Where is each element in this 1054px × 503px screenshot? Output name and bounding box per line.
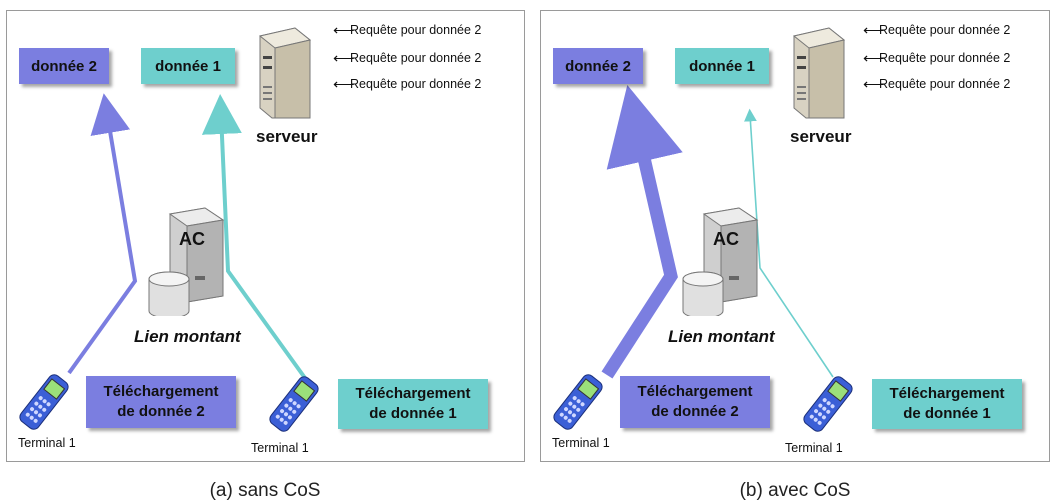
data2-box: donnée 2 xyxy=(19,48,109,84)
terminal-label: Terminal 1 xyxy=(552,436,610,450)
uplink-flow-data1 xyxy=(744,108,834,378)
server-tower-icon xyxy=(792,27,846,119)
mobile-phone-icon xyxy=(803,376,853,432)
database-icon xyxy=(148,207,225,316)
mobile-phone-icon xyxy=(269,376,319,432)
request-label: Requête pour donnée 2 xyxy=(350,23,482,37)
panel-sans-cos: donnée 2 donnée 1 ⟵ Requête pour donnée … xyxy=(6,10,525,462)
ac-label: AC xyxy=(179,229,205,249)
uplink-flow-data1 xyxy=(201,94,307,380)
arrow-left-icon: ⟵ xyxy=(333,76,355,93)
uplink-label: Lien montant xyxy=(134,327,241,346)
data2-box: donnée 2 xyxy=(553,48,643,84)
flow-lines xyxy=(601,84,834,379)
server-tower-icon xyxy=(258,27,312,119)
ac-label: AC xyxy=(713,229,739,249)
panel-avec-cos: donnée 2 donnée 1 ⟵ Requête pour donnée … xyxy=(540,10,1050,462)
request-label: Requête pour donnée 2 xyxy=(879,51,1011,65)
arrow-left-icon: ⟵ xyxy=(333,50,355,67)
caption-a: (a) sans CoS xyxy=(209,480,321,501)
arrow-left-icon: ⟵ xyxy=(863,50,885,67)
database-icon xyxy=(682,207,759,316)
caption-b: (b) avec CoS xyxy=(739,480,851,501)
arrow-left-icon: ⟵ xyxy=(333,22,355,39)
request-label: Requête pour donnée 2 xyxy=(350,77,482,91)
request-label: Requête pour donnée 2 xyxy=(350,51,482,65)
uplink-flow-data2 xyxy=(67,93,138,375)
arrow-left-icon: ⟵ xyxy=(863,22,885,39)
arrow-left-icon: ⟵ xyxy=(863,76,885,93)
server-label: serveur xyxy=(790,127,852,146)
terminal-label: Terminal 1 xyxy=(18,436,76,450)
terminal-label: Terminal 1 xyxy=(785,441,843,455)
terminal-label: Terminal 1 xyxy=(251,441,309,455)
data1-box: donnée 1 xyxy=(675,48,769,84)
mobile-phone-icon xyxy=(19,374,69,430)
uplink-flow-data2 xyxy=(601,84,683,379)
server-label: serveur xyxy=(256,127,318,146)
uplink-label: Lien montant xyxy=(668,327,775,346)
request-label: Requête pour donnée 2 xyxy=(879,23,1011,37)
data1-box: donnée 1 xyxy=(141,48,235,84)
request-label: Requête pour donnée 2 xyxy=(879,77,1011,91)
mobile-phone-icon xyxy=(553,374,603,430)
flow-lines xyxy=(67,93,307,380)
